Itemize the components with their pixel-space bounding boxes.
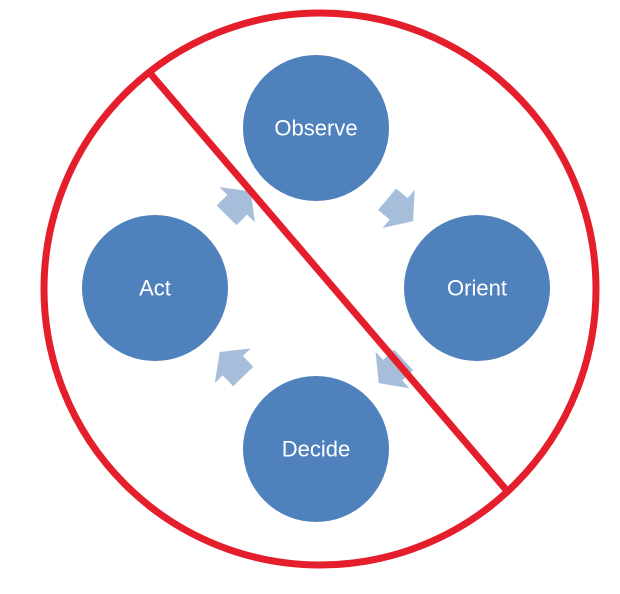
node-decide: Decide xyxy=(243,376,389,522)
arrow-decide-to-act xyxy=(214,348,254,387)
node-act: Act xyxy=(82,215,228,361)
node-observe: Observe xyxy=(243,55,389,201)
prohibition-slash xyxy=(146,69,511,495)
arrow-act-to-observe xyxy=(216,187,255,226)
flow-arrows xyxy=(214,187,415,389)
arrow-observe-to-orient xyxy=(378,188,415,229)
node-orient: Orient xyxy=(404,215,550,361)
node-decide-label: Decide xyxy=(282,437,350,462)
prohibition-ring xyxy=(40,9,600,569)
node-observe-label: Observe xyxy=(274,116,357,141)
arrow-orient-to-decide xyxy=(375,349,414,389)
node-act-label: Act xyxy=(139,276,171,301)
prohibition-sign-icon xyxy=(40,9,600,569)
node-orient-label: Orient xyxy=(447,276,507,301)
